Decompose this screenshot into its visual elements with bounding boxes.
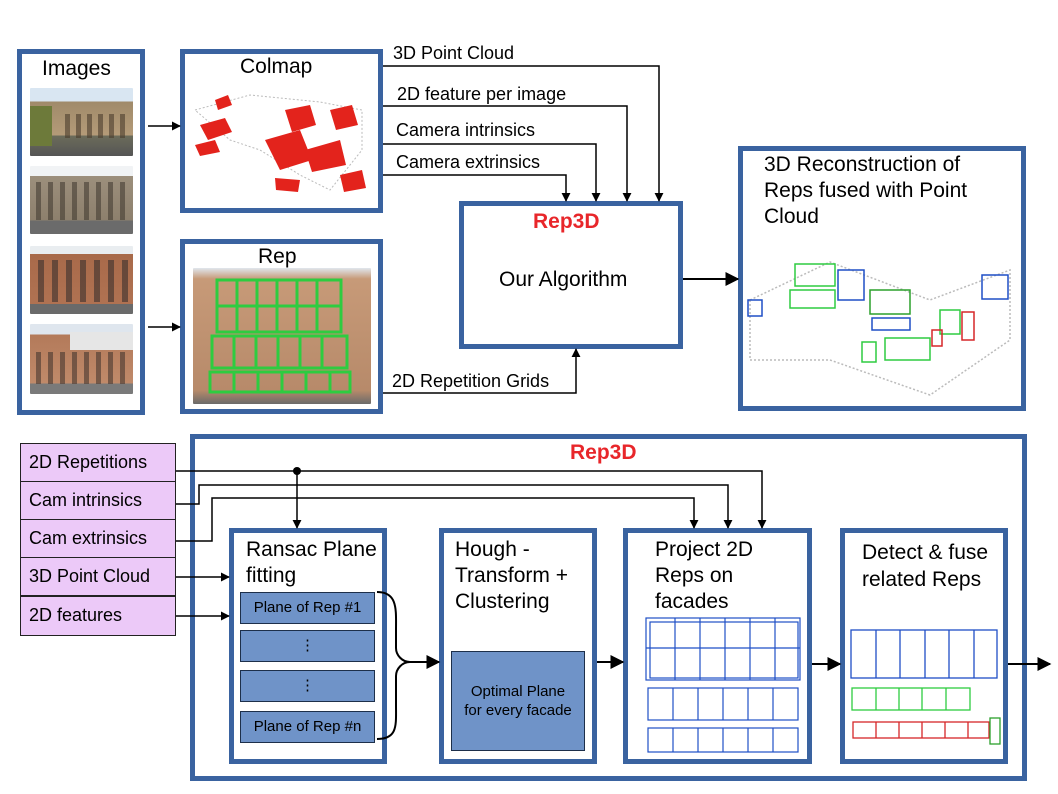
edge-label-grids: 2D Repetition Grids: [392, 371, 550, 391]
project-box: [623, 528, 812, 764]
rep3d-title-bottom: Rep3D: [570, 441, 637, 464]
plane-of-rep-n: Plane of Rep #n: [240, 711, 375, 743]
images-title: Images: [42, 57, 111, 80]
project-title: Project 2D Reps on facades: [655, 538, 754, 613]
building-photo-1: [30, 88, 133, 156]
building-photo-4: [30, 324, 133, 394]
plane-ellipsis-2: ⋮: [240, 670, 375, 702]
ransac-title: Ransac Plane fitting: [246, 538, 377, 587]
output-reconstruction-box: [738, 146, 1026, 411]
edge-label-features: 2D feature per image: [397, 84, 567, 104]
optimal-plane-box: Optimal Plane for every facade: [451, 651, 585, 751]
input-cam-intrinsics: Cam intrinsics: [20, 481, 176, 520]
fused-reps-sketch: [850, 629, 1001, 745]
edge-label-extrinsics: Camera extrinsics: [396, 152, 541, 172]
hough-title: Hough - Transform + Clustering: [455, 538, 568, 613]
rep-title: Rep: [258, 245, 297, 268]
fused-reconstruction-sketch: [747, 261, 1011, 396]
plane-ellipsis-1: ⋮: [240, 630, 375, 662]
edge-label-point-cloud: 3D Point Cloud: [393, 43, 515, 63]
optimal-plane-label: Optimal Plane for every facade: [464, 683, 572, 719]
building-photo-2: [30, 166, 133, 234]
plane-of-rep-1: Plane of Rep #1: [240, 592, 375, 624]
rep3d-title-top: Rep3D: [533, 210, 600, 233]
algorithm-label: Our Algorithm: [499, 268, 628, 291]
rep-window-grid: [208, 278, 352, 394]
input-2d-features: 2D features: [20, 596, 176, 636]
detect-title: Detect & fuse related Reps: [862, 541, 989, 591]
building-photo-3: [30, 246, 133, 314]
detect-box: [840, 528, 1008, 764]
colmap-reconstruction-sketch: [193, 94, 366, 192]
rep3d-algorithm-box: [459, 201, 683, 349]
projected-reps-sketch: [645, 617, 801, 753]
output-title: 3D Reconstruction of Reps fused with Poi…: [764, 153, 968, 228]
edge-label-intrinsics: Camera intrinsics: [396, 120, 536, 140]
input-3d-point-cloud: 3D Point Cloud: [20, 557, 176, 596]
colmap-title: Colmap: [240, 55, 313, 78]
